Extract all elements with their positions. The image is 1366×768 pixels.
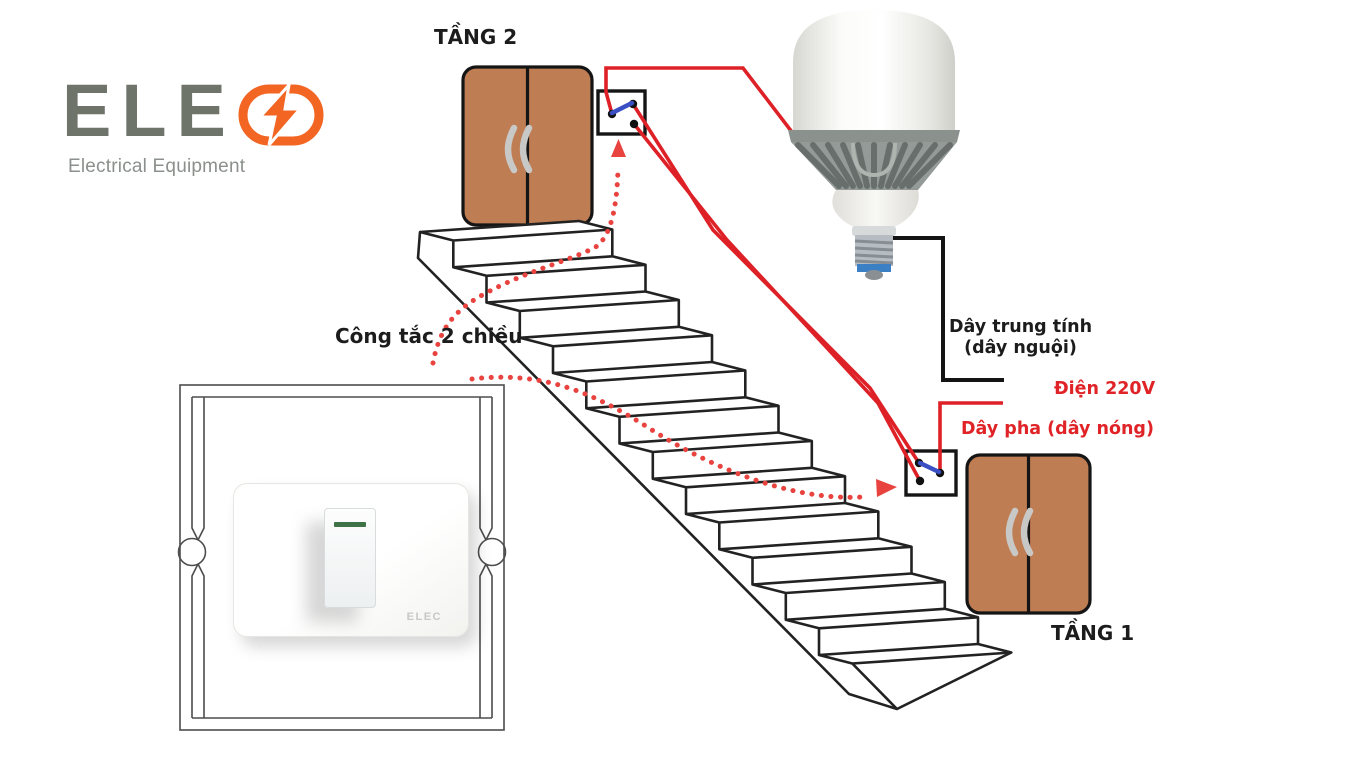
led-bulb bbox=[788, 10, 960, 280]
brand-logo: ELE Electrical Equipment bbox=[62, 69, 324, 178]
lightning-bolt-ring-icon bbox=[238, 84, 324, 146]
label-neutral-wire: Dây trung tính (dây nguội) bbox=[948, 317, 1093, 359]
door-handle-icon bbox=[504, 124, 518, 174]
switch-plate-product: ELEC bbox=[233, 483, 469, 637]
switch-lever-floor1 bbox=[917, 460, 942, 475]
door-floor1 bbox=[965, 453, 1092, 615]
label-phase-wire: Dây pha (dây nóng) bbox=[961, 419, 1154, 439]
label-floor1: TẦNG 1 bbox=[1051, 621, 1135, 645]
switch-rocker[interactable] bbox=[324, 508, 376, 608]
staircase-lines bbox=[419, 228, 1012, 710]
arrowhead-icon bbox=[876, 479, 897, 497]
door-handle-icon bbox=[1005, 507, 1019, 557]
heatsink-fins bbox=[795, 142, 953, 189]
neutral-wire bbox=[886, 236, 1004, 382]
arrowhead-icon bbox=[611, 139, 626, 157]
door-floor2 bbox=[461, 65, 594, 227]
label-two-way-switch: Công tắc 2 chiều bbox=[335, 324, 523, 348]
label-voltage: Điện 220V bbox=[1054, 379, 1156, 399]
traveller-wire-2 bbox=[632, 122, 922, 482]
wallplate-frame-drawing bbox=[177, 384, 507, 731]
arrow-to-switch-floor1 bbox=[469, 374, 865, 500]
label-neutral-line2: (dây nguội) bbox=[964, 338, 1077, 358]
label-floor2: TẦNG 2 bbox=[434, 25, 518, 49]
annotation-arrows bbox=[430, 139, 897, 500]
logo-subtitle: Electrical Equipment bbox=[68, 156, 246, 177]
lamp-wire bbox=[604, 66, 797, 138]
door-handle-icon bbox=[1020, 507, 1034, 557]
staircase bbox=[416, 219, 1013, 711]
door-handle-icon bbox=[519, 124, 533, 174]
logo-wordmark: ELE bbox=[62, 69, 236, 152]
rocker-indicator bbox=[334, 522, 366, 527]
label-neutral-line1: Dây trung tính bbox=[948, 317, 1093, 337]
arrow-to-switch-floor2 bbox=[430, 165, 621, 366]
plate-brand-logo: ELEC bbox=[406, 611, 442, 623]
phase-wire bbox=[938, 401, 1003, 473]
switch-lever-floor2 bbox=[609, 100, 635, 116]
